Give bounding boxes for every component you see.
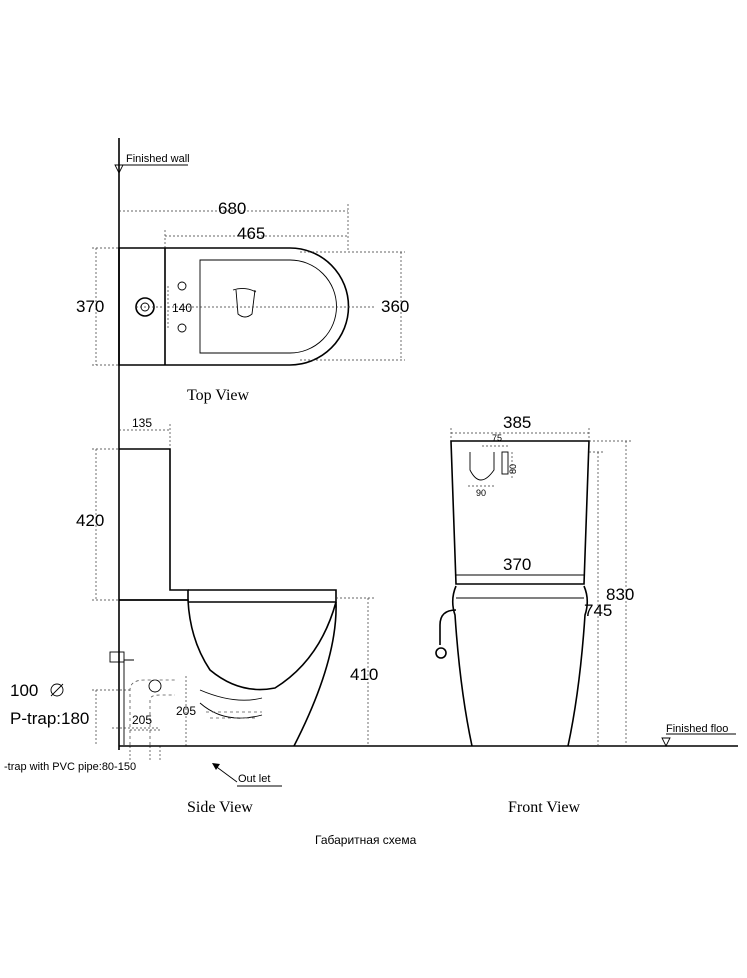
side-view-title: Side View — [187, 799, 253, 816]
dim-tank-height: 420 — [76, 511, 104, 530]
side-bowl — [119, 599, 337, 747]
drain-icon — [235, 289, 256, 318]
caption: Габаритная схема — [315, 833, 417, 847]
dim-80: 80 — [508, 464, 518, 474]
top-bowl-inner — [199, 259, 337, 354]
water-valve — [109, 651, 125, 663]
outlet-arrow-icon — [212, 763, 220, 770]
dim-total-height: 830 — [606, 585, 634, 604]
fixing-hole-top — [177, 281, 187, 291]
side-seat — [188, 589, 337, 603]
dim-outlet-height: 100 — [10, 681, 38, 700]
front-view: 385 75 80 90 370 830 745 Front View — [435, 413, 634, 816]
dim-front-bowl-width: 370 — [503, 555, 531, 574]
dim-front-tank-width: 385 — [503, 413, 531, 432]
top-outline — [118, 247, 350, 366]
diameter-icon — [50, 683, 64, 697]
strap-label: -trap with PVC pipe:80-150 — [4, 761, 136, 773]
dim-bowl-width: 360 — [381, 297, 409, 316]
dim-seat-height: 410 — [350, 665, 378, 684]
wall-marker-icon — [114, 164, 124, 175]
finished-wall: Finished wall — [114, 138, 190, 750]
top-view: 680 465 140 370 360 Top View — [76, 199, 409, 404]
dim-205-a: 205 — [132, 713, 152, 727]
top-view-title: Top View — [187, 387, 250, 404]
dim-overall-length: 680 — [218, 199, 246, 218]
ptrap-label: P-trap:180 — [10, 709, 89, 728]
dim-90: 90 — [476, 488, 486, 498]
dim-seat-top-height: 745 — [584, 601, 612, 620]
dim-tank-depth: 135 — [132, 416, 152, 430]
front-bowl — [451, 585, 589, 747]
outlet-label: Out let — [238, 773, 270, 785]
front-view-title: Front View — [508, 799, 581, 816]
dim-depth: 370 — [76, 297, 104, 316]
outlet-pipe — [148, 679, 162, 693]
finished-wall-label: Finished wall — [126, 153, 190, 165]
finished-floor-label: Finished floo — [666, 723, 728, 735]
side-tank — [119, 448, 189, 601]
dim-bowl-length: 465 — [237, 224, 265, 243]
floor-marker-icon — [661, 737, 671, 748]
finished-floor: Finished floo — [119, 723, 738, 748]
dim-hole-spacing: 140 — [172, 301, 192, 315]
front-tank — [450, 440, 590, 585]
dim-205-b: 205 — [176, 704, 196, 718]
fixing-hole-bottom — [177, 323, 187, 333]
side-view: 135 420 410 100 P-trap:180 205 205 -trap… — [4, 416, 378, 816]
inlet-hose-icon — [435, 647, 447, 659]
dim-75: 75 — [492, 433, 502, 443]
